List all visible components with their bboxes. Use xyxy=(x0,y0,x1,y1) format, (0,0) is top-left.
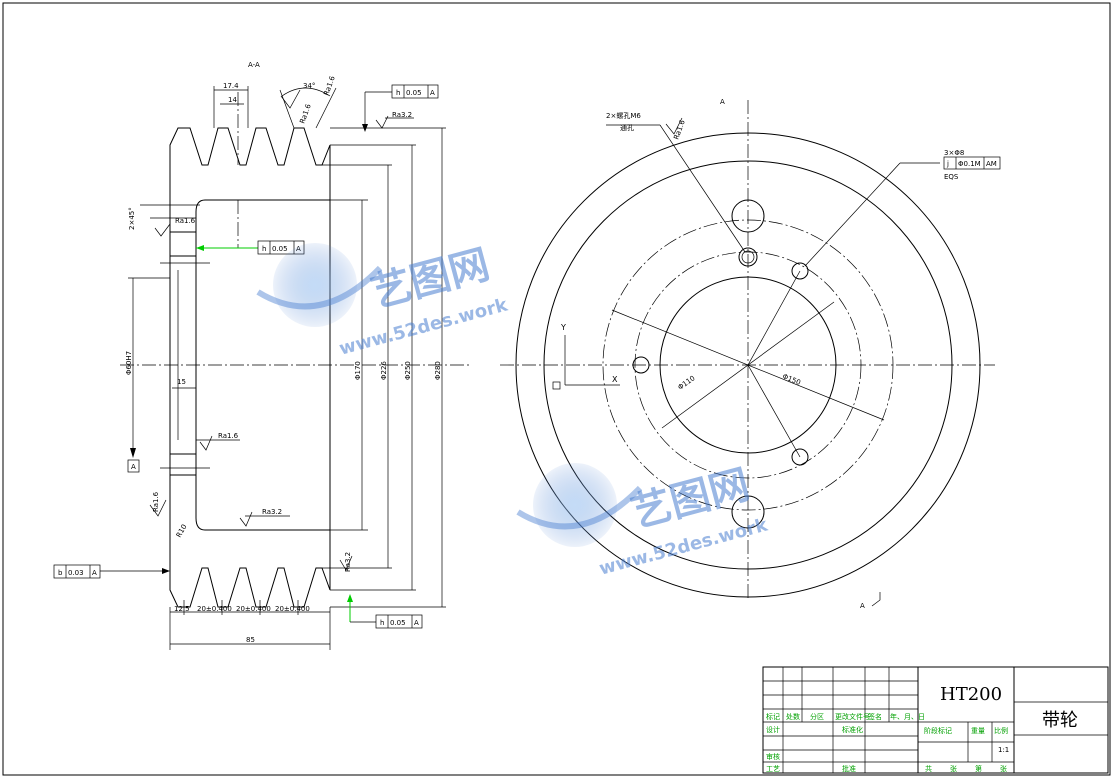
watermark-2: 艺图网 www.52des.work xyxy=(516,461,771,580)
tb-approve: 批准 xyxy=(842,764,856,773)
tb-page-unit: 张 xyxy=(1000,764,1007,773)
roughness-flange: Ra3.2 xyxy=(392,111,412,119)
tb-standard: 标准化 xyxy=(842,725,863,734)
roughness-edge: Ra1.6 xyxy=(152,491,160,512)
tb-label-change-doc: 更改文件号 xyxy=(835,712,870,721)
tol-datum-bl: A xyxy=(92,569,97,577)
tol-symbol-br: h xyxy=(380,619,384,627)
tol-value-top: 0.05 xyxy=(406,89,422,97)
section-view: Φ170 Φ226 Φ250 Φ280 Φ60H7 A 15 2×45° Ra1… xyxy=(53,61,470,650)
tolerance-frame-bottom-right xyxy=(375,614,423,629)
tb-label-mark: 标记 xyxy=(766,712,780,721)
tb-label-count: 处数 xyxy=(786,712,800,721)
bolt-hole-1 xyxy=(791,262,809,280)
roughness-groove-2: Ra1.6 xyxy=(322,75,337,97)
tb-total: 共 xyxy=(925,764,932,773)
front-dim-d2: Φ150 xyxy=(781,372,801,386)
dim-pitch-1: 20±0.400 xyxy=(197,605,232,613)
roughness-hole: Ra1.6 xyxy=(672,119,687,141)
tb-scale-value: 1:1 xyxy=(998,746,1009,754)
front-dim-d1: Φ110 xyxy=(677,374,697,391)
tol-value-holes: Φ0.1M xyxy=(958,160,981,168)
title-block: 标记 处数 分区 更改文件号 签名 年、月、日 设计 标准化 审核 工艺 批准 … xyxy=(762,666,1109,774)
dim-left-offset: 12.5 xyxy=(174,605,190,613)
tb-weight: 重量 xyxy=(971,727,985,735)
dim-d4: Φ280 xyxy=(434,361,442,380)
tol-symbol-bl: b xyxy=(58,569,63,577)
dim-pitch-2: 20±0.400 xyxy=(236,605,271,613)
tb-label-sign: 签名 xyxy=(868,712,882,721)
tb-process: 工艺 xyxy=(766,765,780,773)
dim-web-thickness: 15 xyxy=(177,378,186,386)
tol-symbol-mid: h xyxy=(262,245,266,253)
tol-datum-top: A xyxy=(430,89,435,97)
dim-groove-width: 14 xyxy=(228,96,237,104)
tol-value-mid: 0.05 xyxy=(272,245,288,253)
tb-label-zone: 分区 xyxy=(810,712,824,721)
dim-d3: Φ250 xyxy=(404,361,412,380)
tolerance-frame-holes xyxy=(943,156,1001,170)
tol-symbol-holes: j xyxy=(946,160,949,168)
tolerance-frame-bottom-left xyxy=(53,564,101,579)
datum-a-label: A xyxy=(131,463,136,471)
dim-groove-top-width: 17.4 xyxy=(223,82,239,90)
roughness-bottom: Ra3.2 xyxy=(262,508,282,516)
axis-y-label: Y xyxy=(560,323,566,332)
tb-page: 第 xyxy=(975,764,982,773)
large-hole-top xyxy=(731,199,765,233)
tol-value-br: 0.05 xyxy=(390,619,406,627)
material-label: HT200 xyxy=(940,684,1002,705)
hub-lower-hatch xyxy=(169,453,197,476)
dim-total-width: 85 xyxy=(246,636,255,644)
tb-design: 设计 xyxy=(766,725,780,734)
large-hole-bottom xyxy=(731,495,765,529)
view-marker-top: A xyxy=(720,98,725,106)
tol-value-bl: 0.03 xyxy=(68,569,84,577)
hole-note-3: 3×Φ8 xyxy=(944,149,964,157)
datum-a-box xyxy=(127,459,140,473)
view-marker-bottom: A xyxy=(860,602,865,610)
bolt-hole-3 xyxy=(791,448,809,466)
tb-ratio: 比例 xyxy=(994,726,1008,735)
roughness-groove: Ra1.6 xyxy=(298,103,313,125)
tb-review: 审核 xyxy=(766,752,780,761)
roughness-bore: Ra1.6 xyxy=(175,217,196,225)
tol-symbol-top: h xyxy=(396,89,400,97)
hole-note-2: 通孔 xyxy=(620,123,634,132)
roughness-inner: Ra1.6 xyxy=(218,432,239,440)
dim-groove-angle: 34° xyxy=(303,82,315,90)
dim-d1: Φ170 xyxy=(354,361,362,380)
lower-rim-hatch xyxy=(169,474,331,608)
tolerance-frame-top xyxy=(391,84,439,99)
diameter-dimensions: Φ170 Φ226 Φ250 Φ280 xyxy=(322,127,446,608)
front-view: Φ110 Φ150 Y X A A 2×螺孔M6 通孔 Ra1.6 3×Φ8 j… xyxy=(500,98,1001,610)
bolt-hole-2 xyxy=(632,356,650,374)
dim-hole-dia: Φ60H7 xyxy=(125,351,133,375)
part-name-label: 带轮 xyxy=(1042,710,1078,731)
tol-datum-br: A xyxy=(414,619,419,627)
threaded-hole xyxy=(738,247,758,267)
hub-upper-hatch xyxy=(169,231,197,257)
hole-note-4: EQS xyxy=(944,173,959,181)
dim-d2: Φ226 xyxy=(380,361,388,380)
section-label: A-A xyxy=(248,61,260,69)
dim-chamfer: 2×45° xyxy=(128,207,136,230)
watermark-1: 艺图网 www.52des.work xyxy=(256,241,511,360)
tb-stage-mark: 阶段标记 xyxy=(924,726,952,735)
roughness-side: Ra3.2 xyxy=(344,552,352,572)
tb-sheets: 张 xyxy=(950,764,957,773)
tb-label-date: 年、月、日 xyxy=(890,712,925,721)
dim-pitch-3: 20±0.400 xyxy=(275,605,310,613)
dim-fillet: R10 xyxy=(175,523,189,539)
tol-datum-holes: AM xyxy=(986,160,997,168)
axis-x-label: X xyxy=(612,375,618,384)
hole-note-1: 2×螺孔M6 xyxy=(606,111,641,120)
